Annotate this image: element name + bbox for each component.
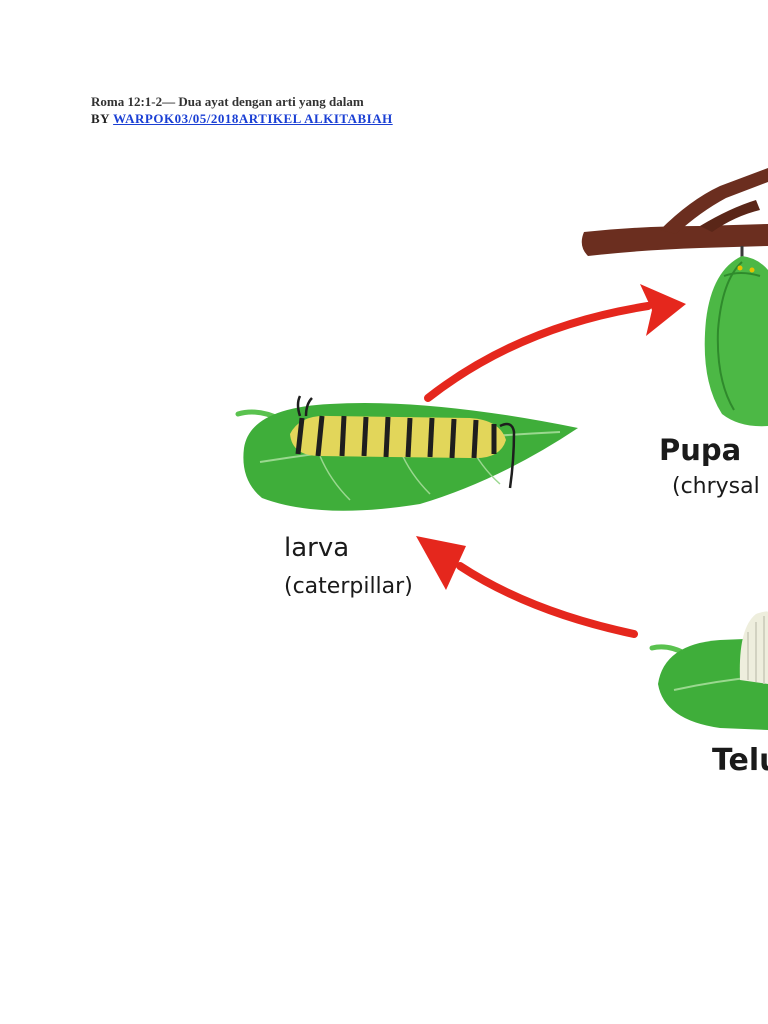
article-title: Roma 12:1-2— Dua ayat dengan arti yang d… — [91, 94, 364, 109]
arrow-egg-to-larva — [416, 536, 638, 638]
pupa-label: Pupa — [659, 433, 741, 467]
branch — [581, 168, 768, 256]
article-byline: BY WARPOK03/05/2018ARTIKEL ALKITABIAH — [91, 111, 393, 127]
caterpillar — [290, 395, 516, 489]
egg — [739, 611, 768, 684]
egg-label: Telu — [712, 743, 768, 778]
arrow-larva-to-pupa — [424, 284, 686, 402]
author-link[interactable]: WARPOK — [113, 111, 175, 126]
date-link[interactable]: 03/05/2018 — [174, 111, 239, 126]
byline-prefix: BY — [91, 111, 110, 126]
chrysalis — [704, 246, 768, 427]
larva-label: larva — [284, 533, 349, 563]
pupa-sublabel: (chrysal — [672, 474, 760, 499]
category-link[interactable]: ARTIKEL ALKITABIAH — [238, 111, 393, 126]
larva-sublabel: (caterpillar) — [284, 574, 413, 599]
